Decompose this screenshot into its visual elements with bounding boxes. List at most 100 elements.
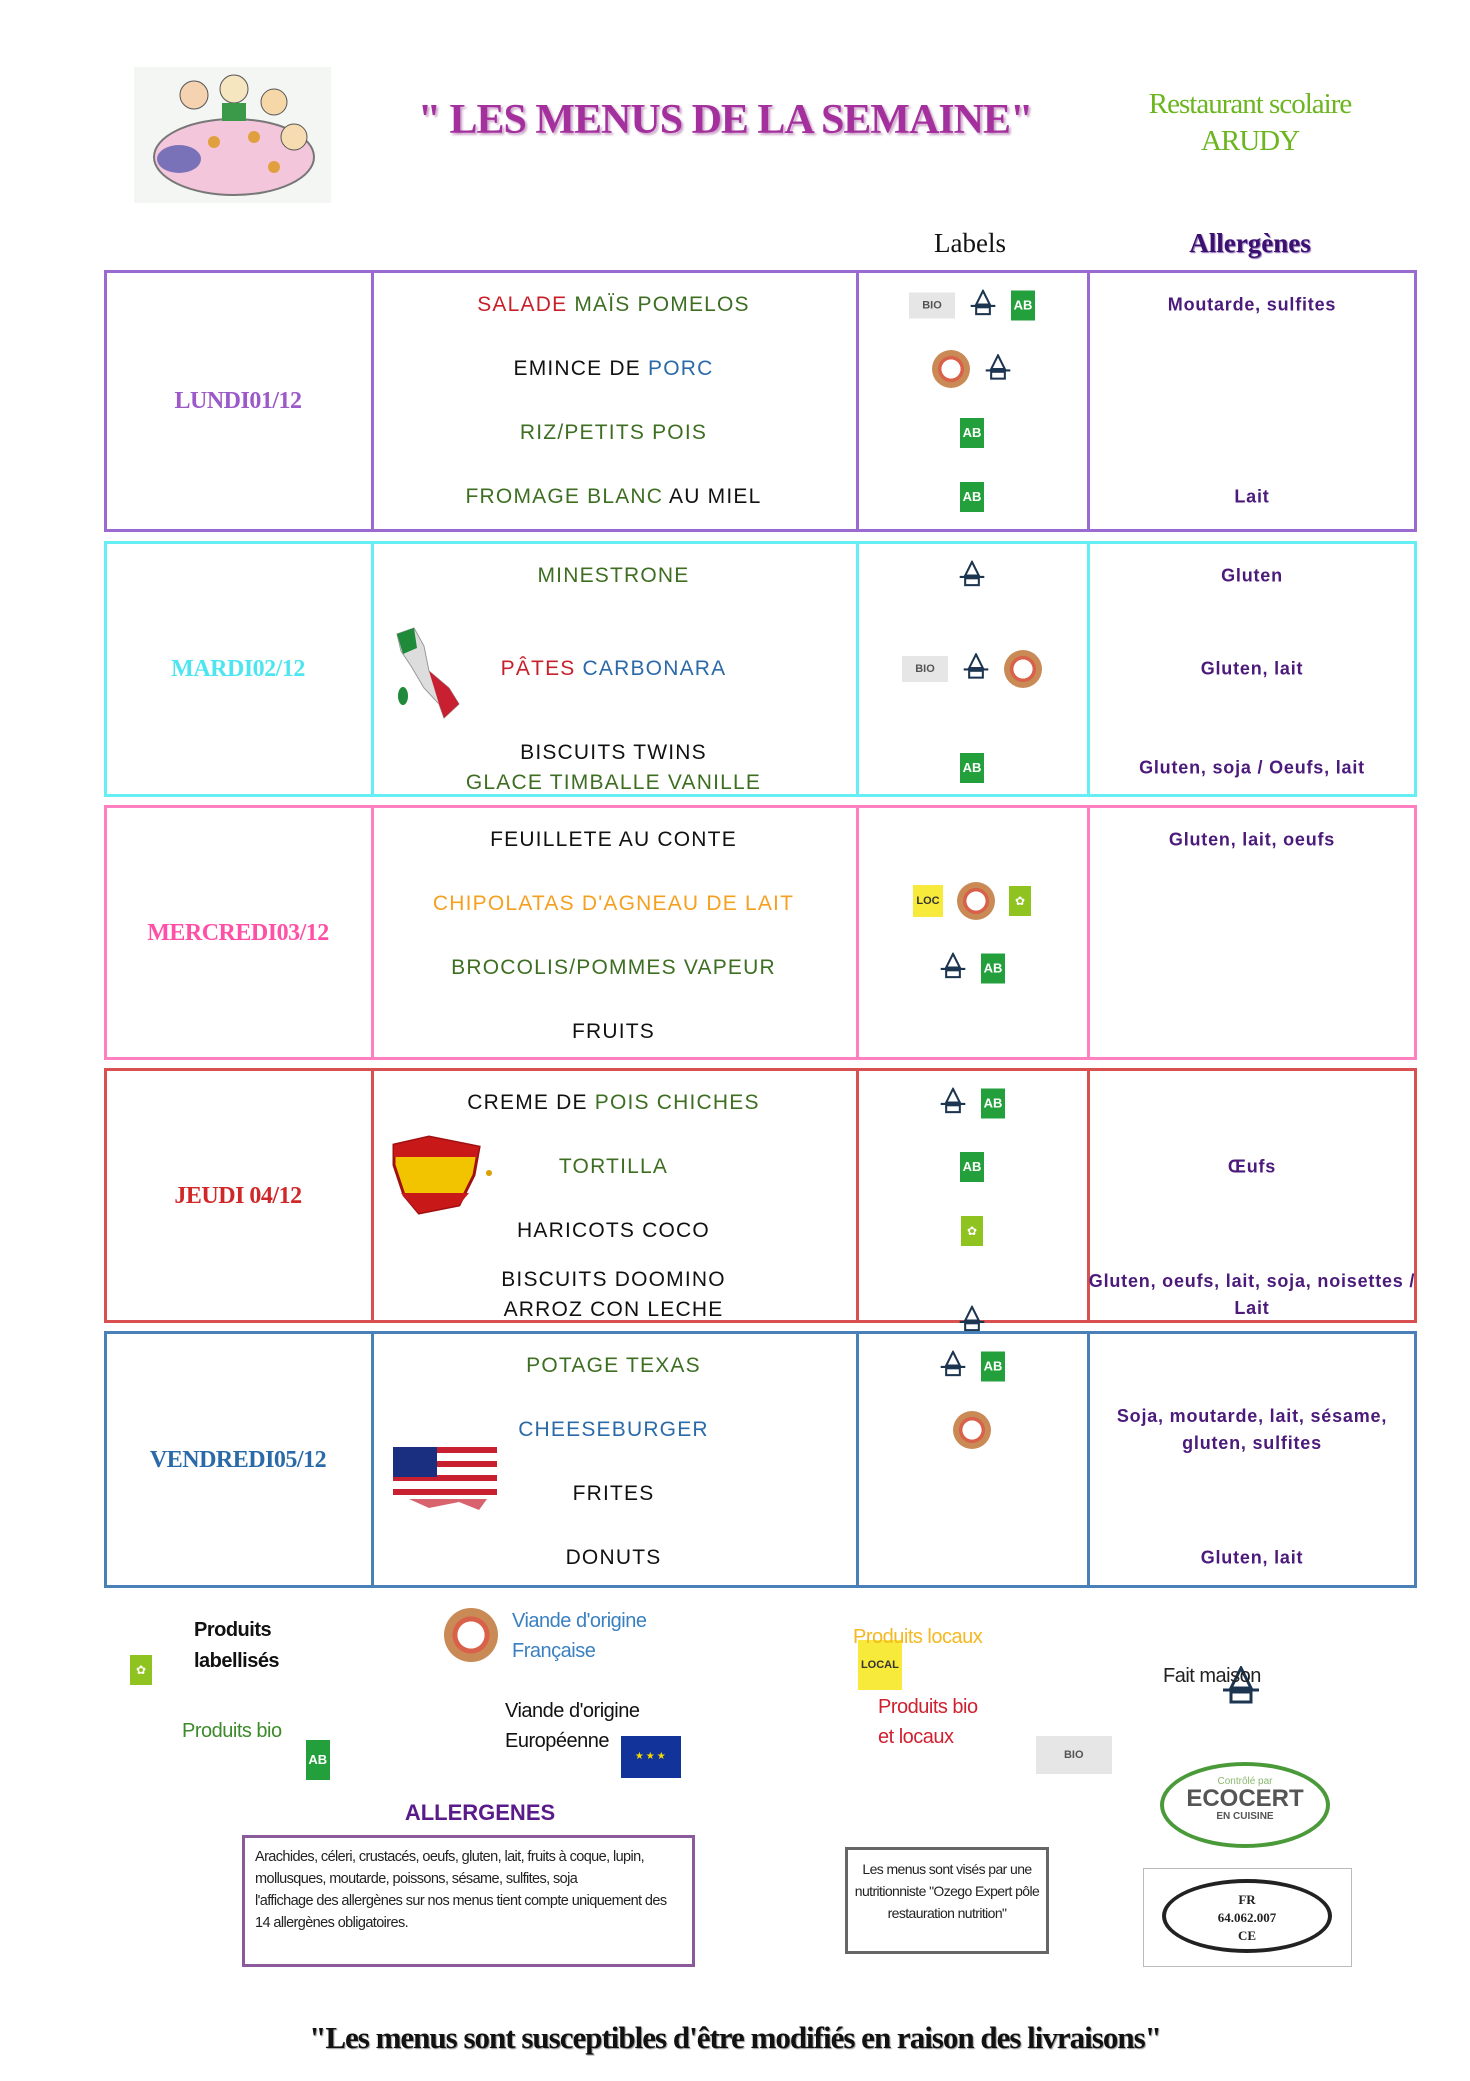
menu-dish: TORTILLA xyxy=(371,1152,856,1182)
column-divider xyxy=(371,808,374,1057)
usa-flag-map xyxy=(389,1442,501,1517)
dish-labels xyxy=(857,559,1087,592)
menu-dish: PÂTES CARBONARA xyxy=(371,654,856,684)
fait-maison-icon xyxy=(1221,1664,1261,1709)
restaurant-name: Restaurant scolaire ARUDY xyxy=(1110,86,1390,160)
legend-viande-francaise-line2: Française xyxy=(512,1640,596,1662)
agriculture-biologique-icon: AB xyxy=(981,1088,1005,1118)
dish-text: FRUITS xyxy=(571,1020,656,1043)
dish-text: MINESTRONE xyxy=(537,564,690,587)
agriculture-biologique-icon: AB xyxy=(981,1351,1005,1381)
dish-line: RIZ/PETITS POIS xyxy=(371,418,856,448)
dish-labels: AB xyxy=(857,1152,1087,1182)
dish-text: EMINCE DE xyxy=(513,357,649,380)
dish-text: POIS CHICHES xyxy=(594,1091,760,1114)
dish-text: MAÏS POMELOS xyxy=(574,293,750,316)
legend-produits-locaux: Produits locaux xyxy=(853,1626,983,1648)
dish-text: FEUILLETE AU CONTE xyxy=(490,828,737,851)
ecocert-line1: Contrôlé par xyxy=(1217,1776,1273,1787)
dish-text: DONUTS xyxy=(565,1546,662,1569)
dish-line: POTAGE TEXAS xyxy=(371,1351,856,1381)
dish-line: BISCUITS TWINS xyxy=(371,738,856,768)
stamp-line2: 64.062.007 xyxy=(1217,1910,1277,1925)
column-divider xyxy=(1087,808,1090,1057)
legend: ✿ Produits labellisés Viande d'origine F… xyxy=(0,0,1470,1780)
agriculture-biologique-icon: AB xyxy=(960,753,984,783)
menu-dish: FRITES xyxy=(371,1479,856,1509)
dish-labels: BIO xyxy=(857,649,1087,688)
dish-line: DONUTS xyxy=(371,1543,856,1573)
menu-dish: CHIPOLATAS D'AGNEAU DE LAIT xyxy=(371,889,856,919)
column-divider xyxy=(1087,1334,1090,1585)
dish-text: PORC xyxy=(648,357,714,380)
allergens-info-box: Arachides, céleri, crustacés, oeufs, glu… xyxy=(242,1835,695,1967)
dish-text: ARROZ CON LECHE xyxy=(503,1298,724,1321)
ecocert-line2: ECOCERT xyxy=(1186,1785,1304,1812)
column-divider xyxy=(371,544,374,794)
restaurant-type: Restaurant scolaire xyxy=(1148,88,1352,120)
menu-dish: HARICOTS COCO xyxy=(371,1216,856,1246)
dish-line: GLACE TIMBALLE VANILLE xyxy=(371,768,856,798)
dish-line: CREME DE POIS CHICHES xyxy=(371,1088,856,1118)
dish-allergens: Moutarde, sulfites xyxy=(1167,294,1337,315)
viande-francaise-icon xyxy=(953,1411,991,1449)
label-rouge-icon: ✿ xyxy=(130,1655,152,1685)
column-divider xyxy=(856,1071,859,1320)
dish-line: EMINCE DE PORC xyxy=(371,354,856,384)
legend-bio-locaux-line1: Produits bio xyxy=(878,1696,978,1718)
dish-labels xyxy=(857,1304,1087,1336)
day-label: MARDI02/12 xyxy=(171,656,305,682)
dish-labels: AB xyxy=(857,1349,1087,1382)
dish-line: ARROZ CON LECHE xyxy=(371,1295,856,1325)
allergens-list: Arachides, céleri, crustacés, oeufs, glu… xyxy=(255,1849,645,1887)
dish-line: CHEESEBURGER xyxy=(371,1415,856,1445)
sanitary-stamp-oval: FR 64.062.007 CE xyxy=(1162,1879,1332,1953)
page-title: " LES MENUS DE LA SEMAINE" xyxy=(417,97,1034,143)
dish-allergens: Lait xyxy=(1234,486,1270,507)
dish-line: CHIPOLATAS D'AGNEAU DE LAIT xyxy=(371,889,856,919)
labels-column-header: Labels xyxy=(934,228,1006,258)
ecocert-line3: EN CUISINE xyxy=(1216,1811,1274,1822)
column-divider xyxy=(371,273,374,529)
day-label: MERCREDI03/12 xyxy=(147,919,329,946)
eu-flag-icon: ★★★ xyxy=(621,1736,682,1778)
legend-viande-europeenne: Viande d'origine Européenne xyxy=(505,1696,640,1756)
dish-line: PÂTES CARBONARA xyxy=(371,654,856,684)
footer-disclaimer: "Les menus sont susceptibles d'être modi… xyxy=(309,2020,1162,2055)
dish-text: HARICOTS COCO xyxy=(517,1219,710,1242)
spain-flag-map xyxy=(389,1135,501,1220)
menu-dish: CREME DE POIS CHICHES xyxy=(371,1088,856,1118)
dish-allergens: Gluten, lait xyxy=(1200,658,1304,679)
label-rouge-icon: ✿ xyxy=(961,1216,983,1246)
fait-maison-icon xyxy=(958,559,986,592)
dish-line: BROCOLIS/POMMES VAPEUR xyxy=(371,953,856,983)
menu-dish: FEUILLETE AU CONTE xyxy=(371,825,856,855)
dish-line: MINESTRONE xyxy=(371,561,856,591)
menu-dish: MINESTRONE xyxy=(371,561,856,591)
allergens-note: l'affichage des allergènes sur nos menus… xyxy=(255,1893,667,1931)
dish-text: GLACE TIMBALLE VANILLE xyxy=(465,771,762,794)
day-label: LUNDI01/12 xyxy=(174,388,302,414)
column-divider xyxy=(856,1334,859,1585)
italy-flag-map xyxy=(389,626,469,725)
dish-labels: AB xyxy=(857,951,1087,984)
dish-text: BISCUITS TWINS xyxy=(520,741,707,764)
menu-dish: DONUTS xyxy=(371,1543,856,1573)
dish-allergens: Œufs xyxy=(1227,1156,1277,1177)
viande-francaise-icon xyxy=(1004,649,1042,688)
allergens-column-header: Allergènes xyxy=(1189,228,1311,258)
nutritionist-note: Les menus sont visés par une nutritionni… xyxy=(845,1847,1049,1954)
dish-labels: LOC✿ xyxy=(857,881,1087,920)
agriculture-biologique-icon: AB xyxy=(960,1152,984,1182)
allergens-title: ALLERGENES xyxy=(404,1800,556,1825)
children-eating-illustration xyxy=(134,67,331,203)
fait-maison-icon xyxy=(939,1086,967,1119)
legend-viande-francaise: Viande d'origine Française xyxy=(512,1606,647,1666)
bio-et-locaux-icon: BIO xyxy=(909,292,955,318)
dish-text: TORTILLA xyxy=(558,1155,669,1178)
produits-locaux-icon: LOCAL xyxy=(857,1640,902,1690)
fait-maison-icon xyxy=(939,1349,967,1382)
dish-line: SALADE MAÏS POMELOS xyxy=(371,290,856,320)
